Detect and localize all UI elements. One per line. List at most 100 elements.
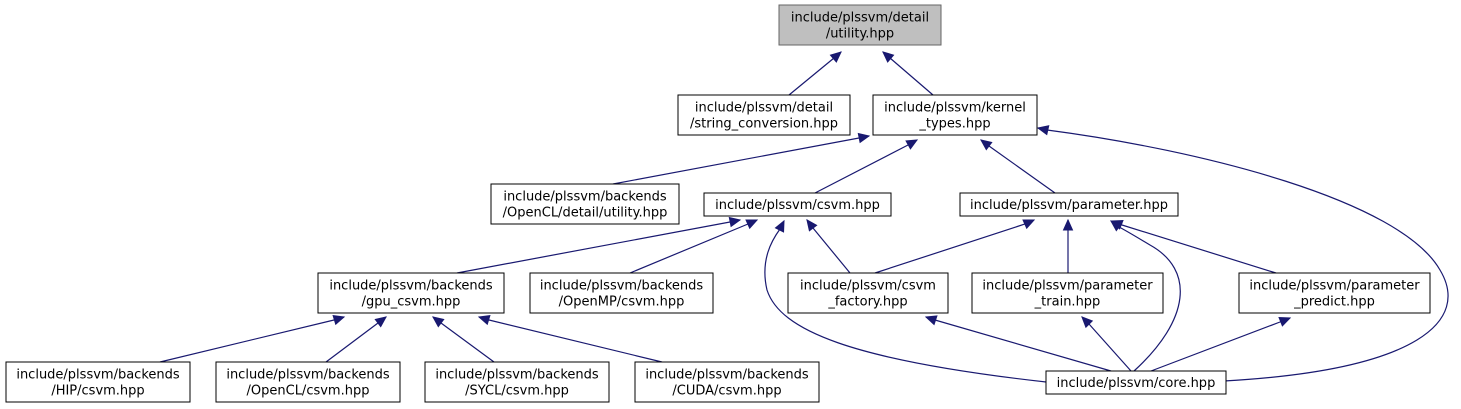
arrowhead-opencl_detail_utility-to-kernel_types [857,132,871,144]
node-box [971,272,1164,314]
edge-csvm-to-kernel_types [814,139,918,194]
edge-csvm_factory-to-parameter [874,219,1035,274]
node-label-line: /OpenMP/csvm.hpp [559,295,685,310]
edge-core-to-parameter_train [1081,316,1132,372]
node-label-line: include/plssvm/csvm [800,279,936,294]
arrowhead-csvm_factory-to-csvm [806,219,818,232]
node-label-line: /OpenCL/csvm.hpp [247,384,370,399]
arrowhead-core-to-parameter [1110,220,1123,232]
node-label-line: include/plssvm/parameter [982,279,1153,294]
node-label-line: /gpu_csvm.hpp [362,295,461,310]
arrowhead-kernel_types-to-utility [882,51,895,63]
edge-opencl_detail_utility-to-kernel_types [612,135,870,185]
node-core[interactable]: include/plssvm/core.hpp [1045,370,1227,395]
node-box [703,192,892,217]
node-label-line: _predict.hpp [1293,295,1375,310]
arrowhead-cuda_csvm-to-gpu_csvm [477,314,491,326]
edge-parameter-to-kernel_types [980,139,1056,194]
node-csvm-factory[interactable]: include/plssvm/csvm_factory.hpp [787,272,949,314]
nodes-layer: include/plssvm/detail/utility.hppinclude… [5,4,1431,403]
node-box [634,361,820,403]
arrowhead-opencl_csvm-to-gpu_csvm [374,316,387,328]
node-csvm[interactable]: include/plssvm/csvm.hpp [703,192,892,217]
arrowhead-csvm-to-kernel_types [905,139,919,150]
arrowhead-core-to-parameter_train [1081,316,1094,329]
arrowhead-core-to-csvm_factory [924,315,938,326]
node-label-line: include/plssvm/backends [329,279,493,294]
node-label-line: include/plssvm/backends [226,368,390,383]
edge-core-to-parameter [1110,220,1181,372]
node-openmp-csvm[interactable]: include/plssvm/backends/OpenMP/csvm.hpp [529,272,714,314]
node-box [677,94,851,136]
edge-opencl_csvm-to-gpu_csvm [325,316,387,363]
edge-core-to-csvm_factory [925,316,1112,372]
node-gpu-csvm[interactable]: include/plssvm/backends/gpu_csvm.hpp [317,272,505,314]
node-box [872,94,1038,136]
node-utility: include/plssvm/detail/utility.hpp [778,4,942,46]
node-label-line: include/plssvm/detail [791,11,929,26]
node-box [1045,370,1227,395]
arrowhead-parameter-to-kernel_types [980,139,993,151]
node-label-line: include/plssvm/csvm.hpp [715,198,880,213]
edge-hip_csvm-to-gpu_csvm [159,316,345,363]
node-kernel-types[interactable]: include/plssvm/kernel_types.hpp [872,94,1038,136]
node-label-line: /utility.hpp [826,27,894,42]
node-label-line: /OpenCL/detail/utility.hpp [503,206,668,221]
node-label-line: include/plssvm/core.hpp [1057,376,1216,391]
node-opencl-detail-utility[interactable]: include/plssvm/backends/OpenCL/detail/ut… [490,183,680,225]
arrowhead-string_conversion-to-utility [829,51,842,63]
node-label-line: include/plssvm/parameter [1249,279,1420,294]
node-box [959,192,1179,217]
arrowhead-hip_csvm-to-gpu_csvm [332,314,346,326]
node-label-line: include/plssvm/backends [503,190,667,205]
node-label-line: include/plssvm/parameter.hpp [970,198,1168,213]
node-box [5,361,191,403]
node-label-line: /SYCL/csvm.hpp [465,384,569,399]
node-string-conversion[interactable]: include/plssvm/detail/string_conversion.… [677,94,851,136]
arrowhead-parameter_train-to-parameter [1062,218,1074,231]
node-box [490,183,680,225]
node-box [1238,272,1431,314]
node-label-line: /string_conversion.hpp [690,117,838,132]
node-box [529,272,714,314]
edge-gpu_csvm-to-csvm [456,219,741,274]
node-box [215,361,401,403]
arrowhead-csvm_factory-to-parameter [1022,219,1036,230]
arrowhead-core-to-csvm [774,219,785,233]
node-label-line: _factory.hpp [827,295,907,310]
node-label-line: include/plssvm/backends [16,368,180,383]
edge-cuda_csvm-to-gpu_csvm [478,316,663,363]
edge-core-to-parameter_predict [1150,317,1291,372]
node-label-line: include/plssvm/backends [645,368,809,383]
node-parameter-train[interactable]: include/plssvm/parameter_train.hpp [971,272,1164,314]
node-cuda-csvm[interactable]: include/plssvm/backends/CUDA/csvm.hpp [634,361,820,403]
node-label-line: include/plssvm/backends [435,368,599,383]
node-hip-csvm[interactable]: include/plssvm/backends/HIP/csvm.hpp [5,361,191,403]
node-parameter[interactable]: include/plssvm/parameter.hpp [959,192,1179,217]
node-label-line: _train.hpp [1034,295,1101,310]
edges-layer [159,51,1449,383]
node-box [317,272,505,314]
edge-core-to-kernel_types [1037,127,1449,382]
edge-sycl_csvm-to-gpu_csvm [432,316,495,363]
node-box [787,272,949,314]
arrowhead-openmp_csvm-to-csvm [745,219,759,230]
node-parameter-predict[interactable]: include/plssvm/parameter_predict.hpp [1238,272,1431,314]
edge-parameter_predict-to-parameter [1111,220,1277,274]
edge-core-to-csvm [764,220,1047,383]
node-label-line: _types.hpp [918,117,990,132]
node-box [424,361,610,403]
node-label-line: /CUDA/csvm.hpp [672,384,781,399]
node-opencl-csvm[interactable]: include/plssvm/backends/OpenCL/csvm.hpp [215,361,401,403]
node-label-line: include/plssvm/backends [540,279,704,294]
node-label-line: /HIP/csvm.hpp [51,384,144,399]
node-label-line: include/plssvm/detail [695,101,833,116]
arrowhead-core-to-kernel_types [1036,125,1050,136]
node-sycl-csvm[interactable]: include/plssvm/backends/SYCL/csvm.hpp [424,361,610,403]
arrowhead-core-to-parameter_predict [1278,317,1292,327]
arrowhead-sycl_csvm-to-gpu_csvm [432,316,445,328]
node-box [778,4,942,46]
edge-openmp_csvm-to-csvm [629,219,758,274]
node-label-line: include/plssvm/kernel [884,101,1026,116]
